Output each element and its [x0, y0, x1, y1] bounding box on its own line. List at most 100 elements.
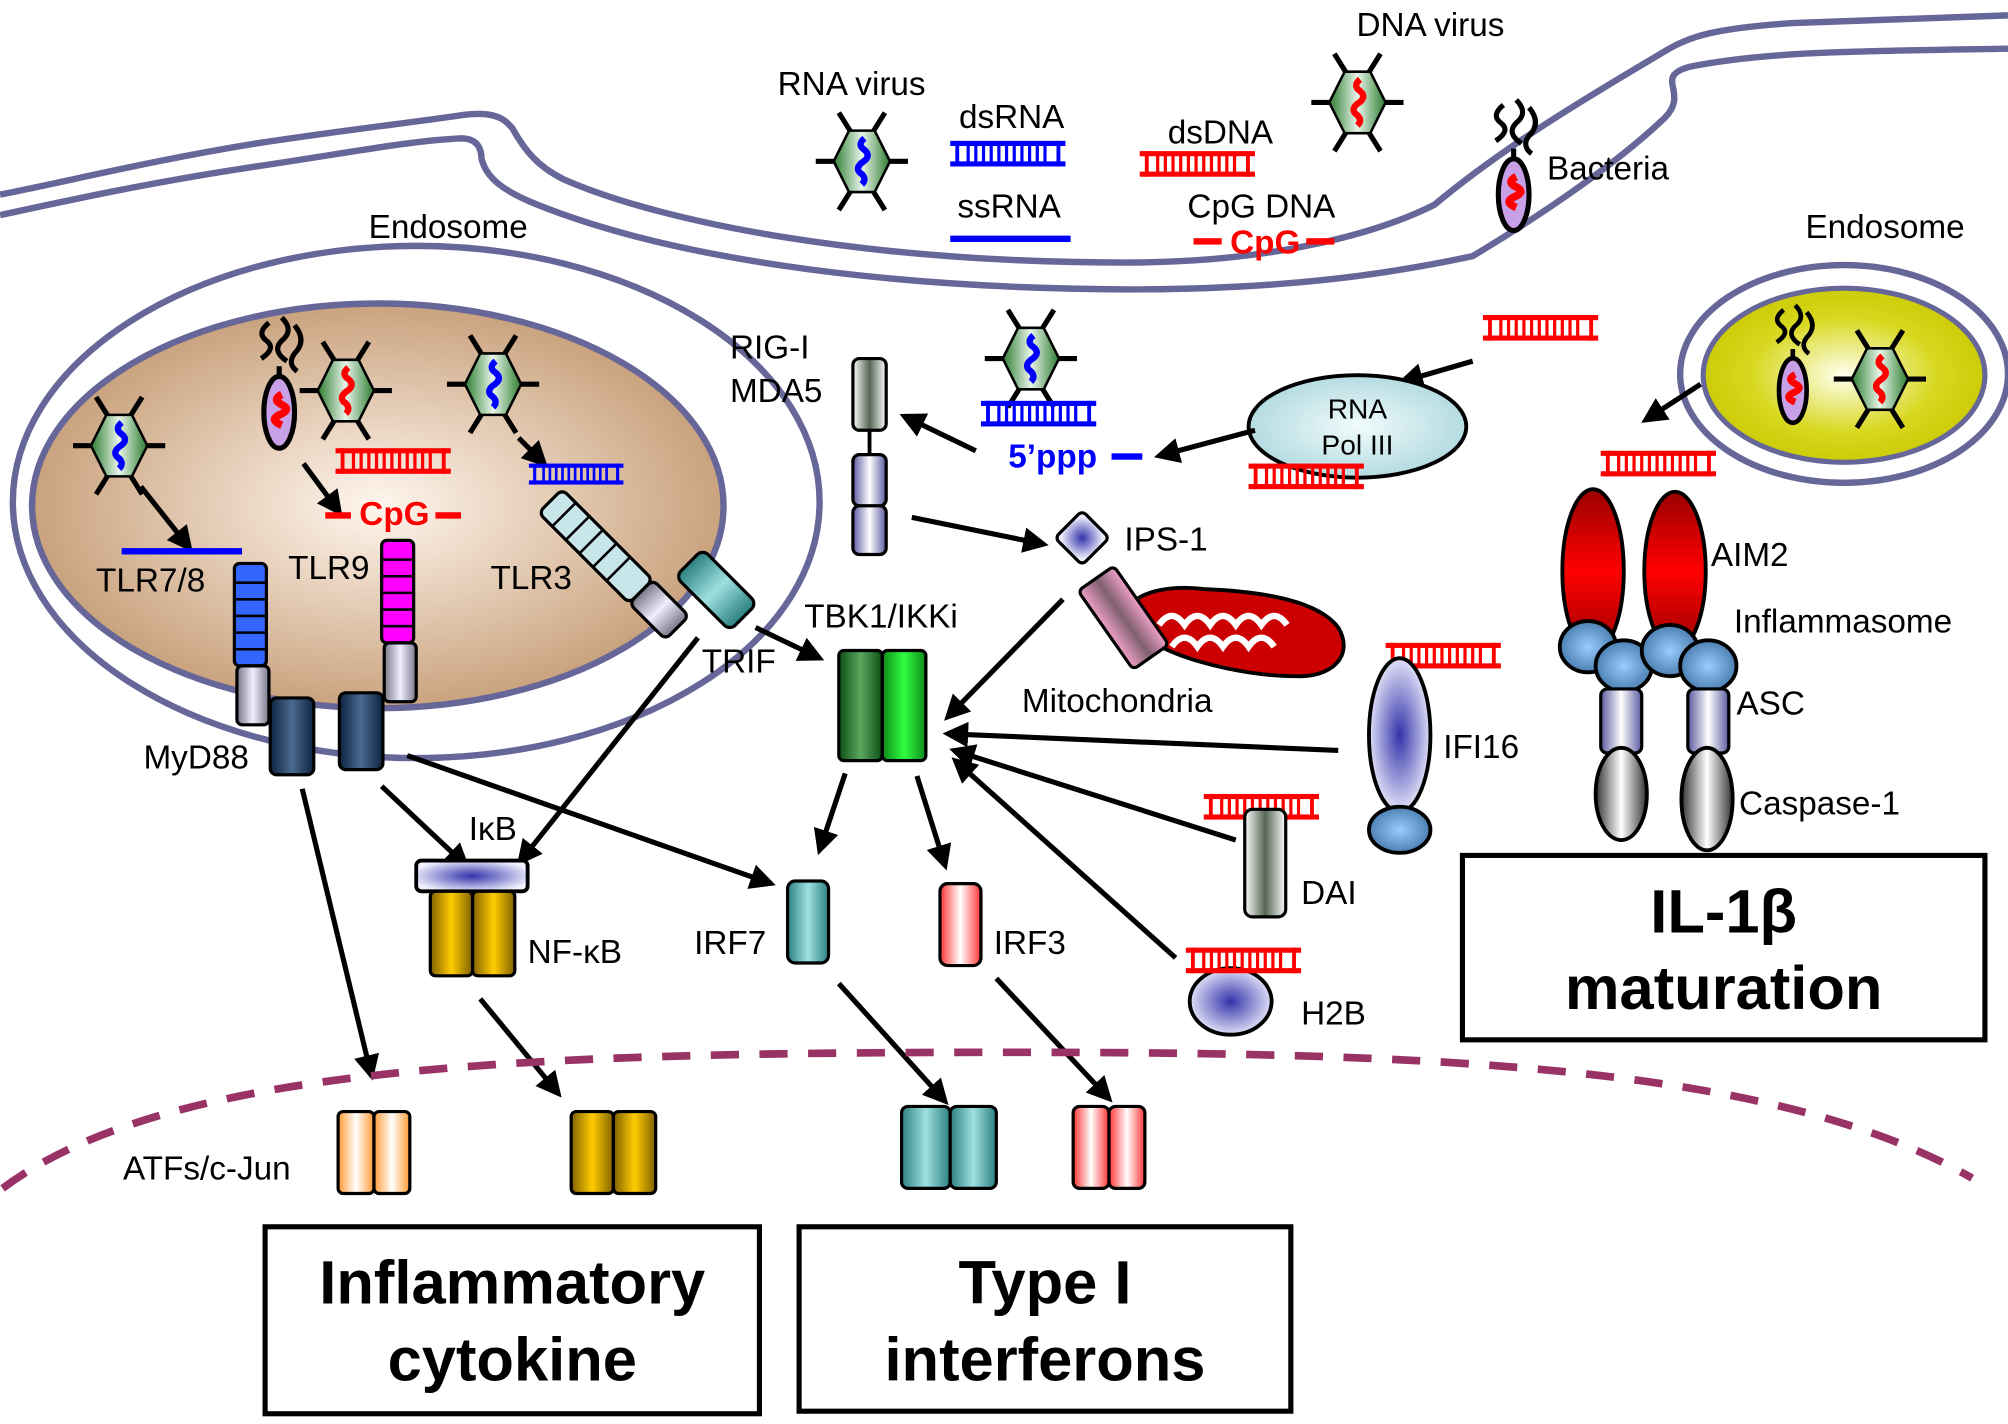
atf-cjun-dimer — [336, 1109, 412, 1196]
arrow-myd88-to-atf — [299, 788, 380, 1081]
arrow-ips1-to-tbk1 — [944, 597, 1065, 721]
arrow-irf7-to-nucleus — [836, 981, 949, 1106]
arrow-bacteria-to-cpg — [301, 462, 343, 517]
mitochondria — [1126, 585, 1346, 679]
aim2-dsdna-icon — [1599, 449, 1718, 478]
arrow-myd88-to-irf7 — [406, 753, 776, 889]
arrow-dai-to-tbk1 — [949, 744, 1237, 843]
tbk1-ikki-kinase — [837, 648, 928, 763]
trif-label: TRIF — [702, 643, 776, 680]
ifn-label-2: interferons — [884, 1325, 1205, 1394]
ppp-label: 5’ppp — [1008, 438, 1097, 475]
output-type-i-interferons: Type I interferons — [796, 1224, 1294, 1414]
output-il1b-maturation: IL-1β maturation — [1459, 852, 1988, 1043]
ssrna-label: ssRNA — [957, 189, 1061, 226]
myd88-adaptor-2 — [337, 691, 385, 772]
dsdna-icon — [1138, 149, 1257, 179]
nuclear-irf3-dimer — [1071, 1104, 1147, 1190]
myd88-adaptor-1 — [268, 696, 316, 777]
endosome-left-label: Endosome — [369, 209, 528, 246]
asc-label: ASC — [1736, 686, 1804, 723]
nfkb-label: NF-κB — [528, 934, 622, 971]
rna-pol-iii-label-1: RNA — [1328, 393, 1388, 425]
arrow-tbk1-to-irf7 — [813, 772, 848, 856]
inflammatory-label-2: cytokine — [388, 1325, 637, 1394]
irf7-label: IRF7 — [694, 925, 766, 962]
ifn-label-1: Type I — [958, 1249, 1131, 1318]
dai-label: DAI — [1301, 875, 1356, 912]
rna-virus-label: RNA virus — [778, 66, 926, 103]
inflammasome-label: Inflammasome — [1734, 604, 1952, 641]
endosome-right-label: Endosome — [1805, 209, 1964, 246]
rig-i-mda5-receptor — [851, 356, 888, 557]
arrow-endosome-to-aim2 — [1641, 382, 1703, 423]
nuclear-irf7-dimer — [899, 1104, 998, 1190]
arrow-irf3-to-nucleus — [994, 976, 1113, 1103]
aim2-label: AIM2 — [1711, 537, 1789, 574]
ssrna-icon — [950, 235, 1071, 243]
output-inflammatory-cytokine: Inflammatory cytokine — [262, 1224, 762, 1417]
arrow-virus-to-dsrna — [516, 436, 548, 468]
ips1-label: IPS-1 — [1124, 522, 1207, 559]
bacteria-label: Bacteria — [1547, 150, 1670, 187]
dai-sensor — [1243, 807, 1288, 919]
h2b-label: H2B — [1301, 995, 1366, 1032]
caspase1-label: Caspase-1 — [1739, 785, 1900, 822]
atf-label: ATFs/c-Jun — [123, 1150, 291, 1187]
rig-i-label: RIG-I — [730, 330, 810, 367]
ikb-protein — [414, 858, 530, 894]
cytosolic-dsdna-icon-1 — [1481, 313, 1600, 343]
dsrna-label: dsRNA — [959, 99, 1065, 136]
endosome-cpg-label: CpG — [359, 496, 429, 533]
tlr78-receptor — [232, 561, 271, 727]
myd88-label: MyD88 — [143, 739, 248, 776]
nfkb-dimer — [428, 889, 517, 978]
inflammatory-label-1: Inflammatory — [319, 1249, 705, 1318]
cpg-dash-left — [1193, 238, 1222, 245]
tbk1-label: TBK1/IKKi — [804, 598, 958, 635]
dna-virus-icon — [1311, 54, 1403, 151]
arrow-myd88-to-ikb — [379, 784, 470, 870]
dsrna-icon — [948, 139, 1068, 169]
arrow-polIII-to-ppp — [1154, 427, 1256, 463]
h2b-dsdna-icon — [1184, 946, 1303, 975]
irf3-protein — [938, 881, 983, 968]
cpg-dash-left-2 — [325, 512, 351, 519]
cpg-dash-right — [1306, 238, 1335, 245]
endosome-right — [1676, 261, 2008, 486]
mitochondria-label: Mitochondria — [1022, 683, 1213, 720]
endosome-ssrna-icon — [121, 548, 243, 555]
il1b-label-1: IL-1β — [1650, 877, 1797, 946]
arrow-trif-to-tbk1 — [754, 625, 825, 661]
tlr9-receptor — [380, 538, 418, 704]
ifi16-label: IFI16 — [1443, 729, 1519, 766]
plasma-membrane — [0, 12, 2008, 293]
ips1-adaptor — [1055, 511, 1169, 670]
tlr3-receptor — [539, 490, 688, 639]
rna-virus-icon — [816, 113, 908, 210]
arrow-tbk1-to-irf3 — [914, 775, 952, 871]
cpg-motif-label: CpG — [1230, 225, 1300, 262]
ikb-label: IκB — [469, 811, 517, 848]
dsdna-label: dsDNA — [1168, 114, 1274, 151]
nuclear-envelope — [0, 1048, 1975, 1192]
irf7-protein — [785, 879, 831, 965]
trif-adaptor — [677, 550, 756, 630]
arrow-trif-to-ikb — [516, 636, 700, 866]
arrow-virus-to-ssrna — [138, 485, 193, 553]
il1b-label-2: maturation — [1565, 954, 1883, 1023]
arrow-ifi16-to-tbk1 — [942, 721, 1339, 753]
dna-virus-label: DNA virus — [1356, 7, 1504, 44]
rna-pol-iii — [1246, 373, 1469, 480]
aim2-inflammasome — [1557, 487, 1739, 853]
arrow-dsdna-to-polIII — [1397, 358, 1474, 389]
arrow-nfkb-to-nucleus — [478, 997, 562, 1098]
nuclear-nfkb-dimer — [569, 1109, 658, 1196]
ppp-dash — [1111, 453, 1143, 460]
arrow-rigi-to-ips1 — [911, 514, 1049, 553]
cytosolic-dsrna-icon — [979, 399, 1098, 429]
tlr3-label: TLR3 — [490, 560, 571, 597]
irf3-label: IRF3 — [994, 925, 1066, 962]
arrow-h2b-to-tbk1 — [951, 757, 1178, 960]
